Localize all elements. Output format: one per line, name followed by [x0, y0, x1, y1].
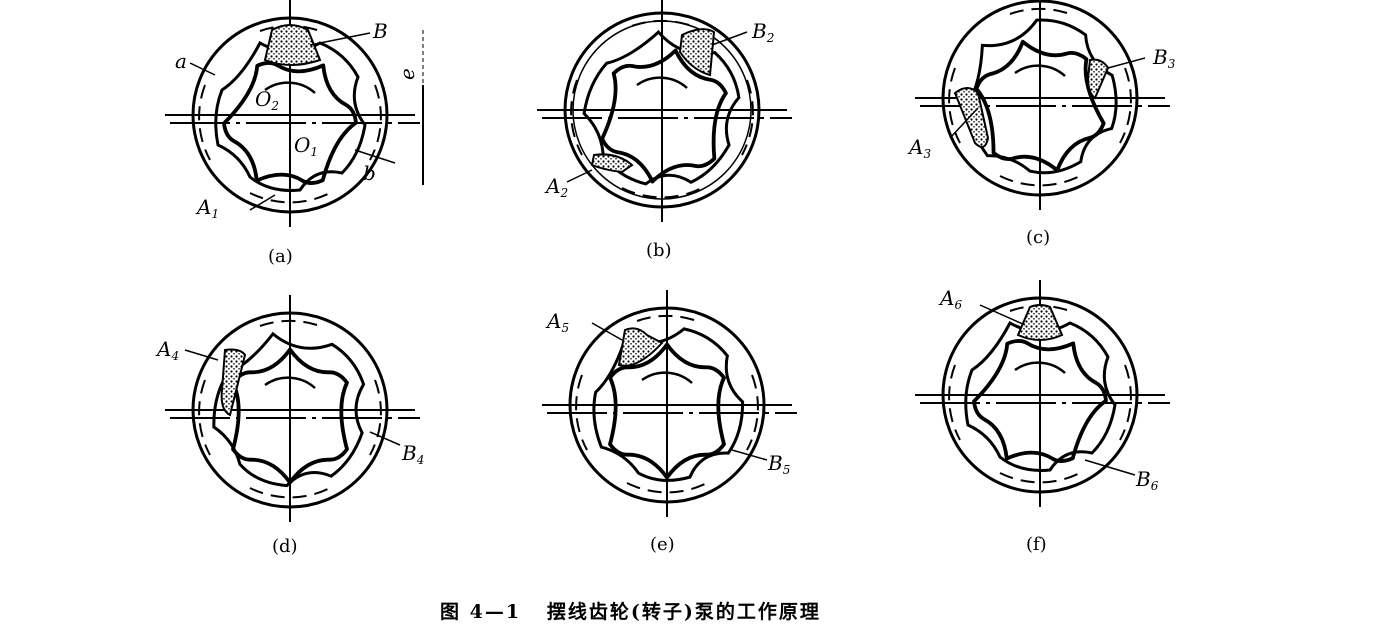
- chamber-A3: [953, 87, 990, 148]
- panel-label-f: (f): [1026, 534, 1047, 555]
- chamber-B3: [1086, 58, 1110, 100]
- chamber-A4: [220, 348, 247, 417]
- panel-b: [536, 0, 793, 223]
- chamber-B: [263, 24, 322, 66]
- label-A2: A2: [544, 174, 568, 200]
- label-A1: A1: [195, 195, 219, 221]
- label-B5: B5: [767, 451, 790, 477]
- label-e: e: [395, 68, 419, 80]
- panel-label-d: (d): [272, 536, 298, 557]
- figure-caption: 图 4—1 摆线齿轮(转子)泵的工作原理: [440, 597, 821, 624]
- label-b: b: [363, 161, 376, 185]
- label-B3: B3: [1152, 45, 1176, 71]
- label-B4: B4: [401, 441, 424, 467]
- panel-a: [164, 0, 424, 228]
- panel-c: [914, 0, 1171, 211]
- label-A5: A5: [545, 309, 569, 335]
- panel-label-a: (a): [268, 246, 293, 267]
- label-a: a: [175, 49, 187, 73]
- panel-e: [541, 289, 798, 518]
- label-A3: A3: [907, 135, 931, 161]
- panel-f: [914, 279, 1171, 508]
- chamber-A6: [1016, 304, 1064, 341]
- figure-number: 图 4—1: [440, 601, 522, 623]
- label-B6: B6: [1135, 467, 1159, 493]
- panel-d: [164, 294, 421, 523]
- panel-label-b: (b): [646, 240, 672, 261]
- label-A4: A4: [155, 337, 179, 363]
- label-A6: A6: [938, 286, 962, 312]
- chamber-A2: [590, 153, 634, 174]
- panel-label-e: (e): [650, 534, 675, 555]
- panel-label-c: (c): [1026, 227, 1050, 248]
- label-O2: O2: [255, 87, 279, 113]
- label-B: B: [372, 19, 388, 43]
- label-B2: B2: [751, 19, 774, 45]
- figure-title: 摆线齿轮(转子)泵的工作原理: [546, 601, 821, 623]
- chamber-A5: [617, 327, 664, 367]
- chamber-B2: [678, 28, 716, 77]
- label-O1: O1: [294, 133, 318, 159]
